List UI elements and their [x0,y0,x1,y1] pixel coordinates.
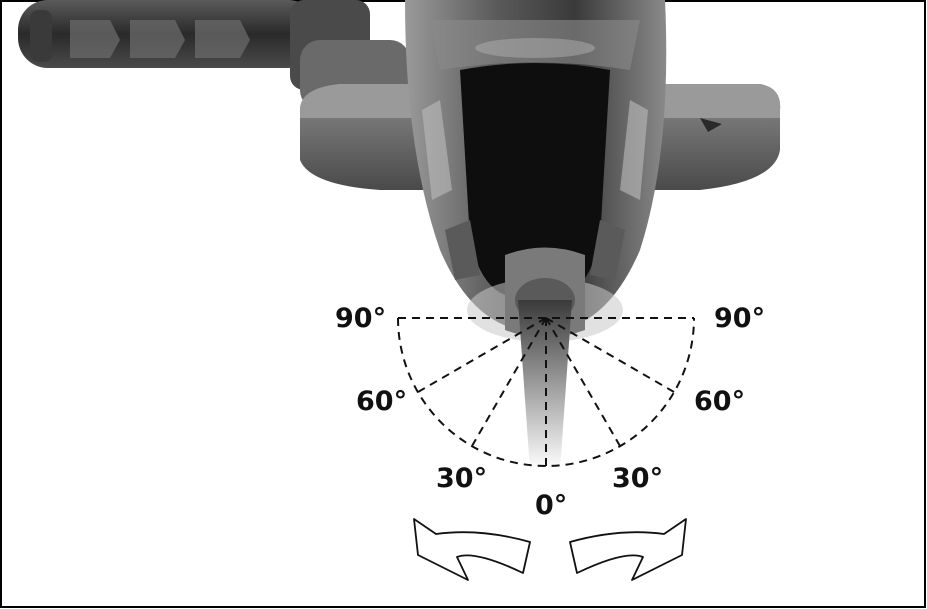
label-right-60: 60° [694,386,745,417]
rotate-clockwise-arrow-icon [569,518,687,581]
label-left-90: 90° [335,303,386,334]
label-left-30: 30° [436,463,487,494]
grinder-body [405,0,667,330]
ray-right-60 [545,317,675,393]
label-right-30: 30° [612,463,663,494]
label-center-0: 0° [535,490,567,521]
ray-right-30 [545,317,621,447]
end-cap [467,247,623,470]
rotate-counter-clockwise-arrow-icon [413,518,531,581]
ray-left-60 [417,317,547,393]
label-left-60: 60° [356,386,407,417]
label-right-90: 90° [714,303,765,334]
angle-guides [397,317,695,467]
ray-left-30 [471,317,547,447]
angle-arc [397,317,695,467]
